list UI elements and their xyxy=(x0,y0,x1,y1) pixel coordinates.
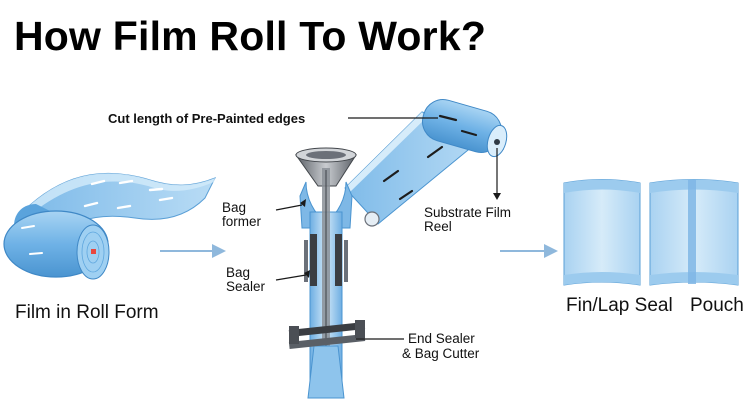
flow-arrow-right-icon xyxy=(500,244,558,258)
label-substrate-line1: Substrate Film xyxy=(424,205,511,220)
bag-former-tube-illustration xyxy=(288,147,366,399)
label-bag-former-line1: Bag xyxy=(222,200,246,215)
label-film-in-roll-form: Film in Roll Form xyxy=(15,302,159,323)
page-title: How Film Roll To Work? xyxy=(14,13,487,59)
film-roll-illustration xyxy=(3,172,217,280)
label-cut-length: Cut length of Pre-Painted edges xyxy=(108,111,305,126)
label-bag-former-line2: former xyxy=(222,214,262,229)
pouch-illustration xyxy=(649,179,739,286)
label-end-sealer-line1: End Sealer xyxy=(408,331,475,346)
substrate-film-reel-illustration xyxy=(344,99,508,227)
flow-arrow-right-icon xyxy=(160,244,226,258)
leader-lines xyxy=(275,117,498,340)
label-pouch: Pouch xyxy=(690,295,744,316)
label-end-sealer-line2: & Bag Cutter xyxy=(402,346,480,361)
fin-lap-seal-pouch-illustration xyxy=(563,179,641,286)
label-fin-lap-seal: Fin/Lap Seal xyxy=(566,295,673,316)
label-bag-sealer-line1: Bag xyxy=(226,265,250,280)
label-substrate-line2: Reel xyxy=(424,219,452,234)
label-bag-sealer-line2: Sealer xyxy=(226,279,266,294)
